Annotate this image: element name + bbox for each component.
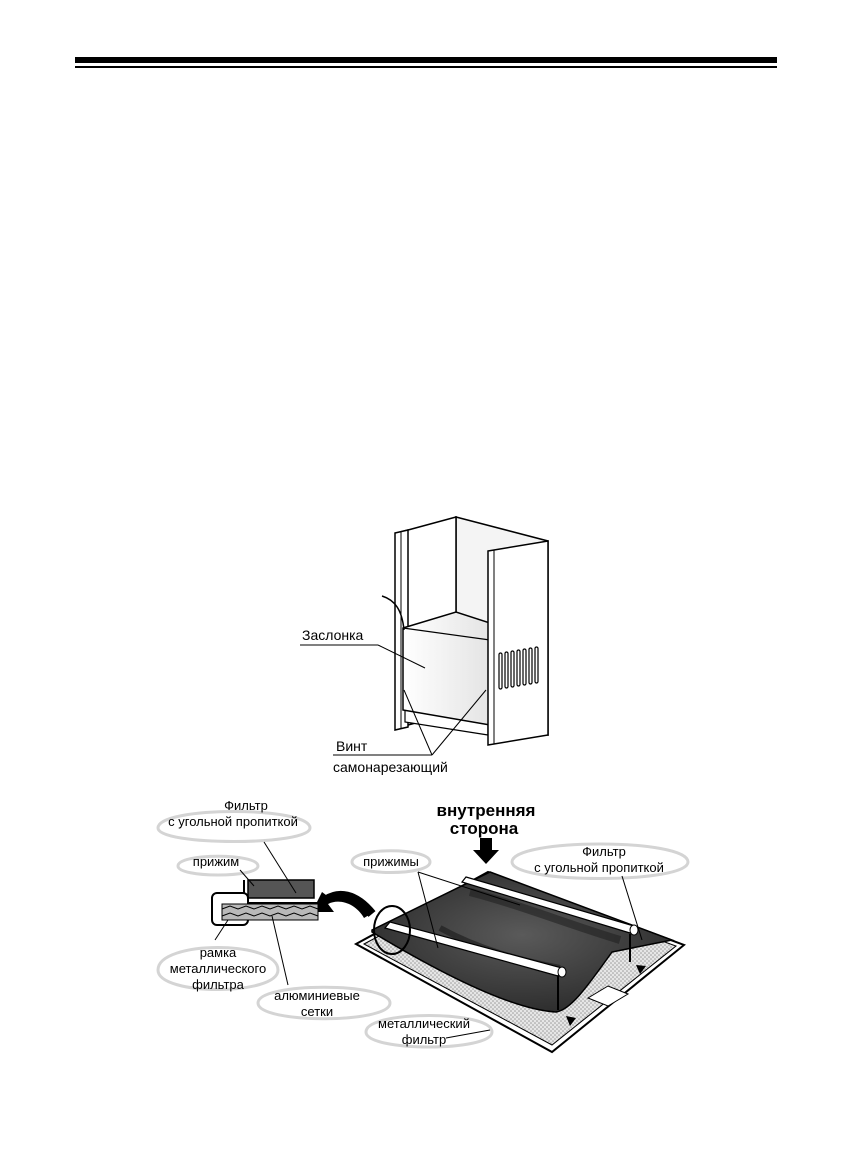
down-arrow-icon (473, 838, 499, 864)
damper-label: Заслонка (302, 627, 364, 643)
frame-label-line1: рамка (200, 945, 237, 960)
label-bubbles (156, 810, 690, 1049)
vent-slots (498, 646, 539, 690)
header-rule-thick (75, 57, 777, 63)
header-rule-thin (75, 66, 777, 68)
cross-section-detail (211, 879, 319, 926)
carbon-filter-left-line2: с угольной пропиткой (168, 814, 298, 829)
inner-side-label-line2: сторона (450, 819, 519, 838)
frame-label-line2: металлического (170, 961, 266, 976)
screw-label-line2: самонарезающий (333, 759, 448, 775)
metal-filter-label-line2: фильтр (402, 1032, 446, 1047)
figure2-leaders (214, 841, 643, 1039)
aluminium-label-line2: сетки (301, 1004, 333, 1019)
damper-box-illustration (300, 516, 549, 756)
screw-label-line1: Винт (336, 738, 368, 754)
magnify-circle (373, 905, 411, 955)
aluminium-label-line1: алюминиевые (274, 988, 360, 1003)
carbon-filter-left-line1: Фильтр (224, 798, 268, 813)
clamp-label: прижим (193, 854, 239, 869)
clamp-bars (383, 876, 646, 1026)
clamps-label: прижимы (363, 854, 419, 869)
frame-label-line3: фильтра (192, 977, 244, 992)
metal-filter-label-line1: металлический (378, 1016, 470, 1031)
inner-side-label-line1: внутренняя (437, 801, 536, 820)
carbon-filter-right-line1: Фильтр (582, 844, 626, 859)
carbon-filter-right-line2: с угольной пропиткой (534, 860, 664, 875)
